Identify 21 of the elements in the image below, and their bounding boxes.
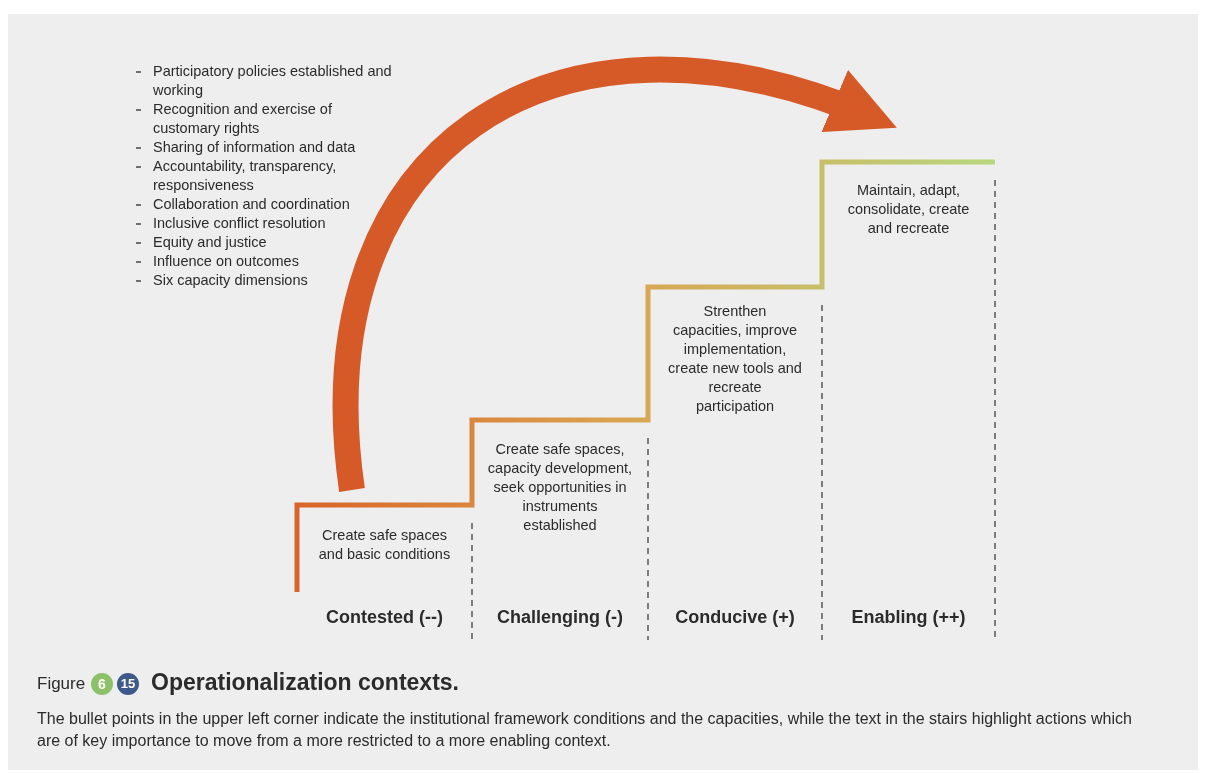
bullet-point: Equity and justice [153,233,268,252]
bullet-point: Sharing of information and data [153,138,357,157]
bullet-point: Inclusive conflict resolution [153,214,327,233]
bullet-point: Accountability, transparency, responsiveness [153,157,338,195]
bullet-point: Six capacity dimensions [153,271,309,290]
bullet-point: Recognition and exercise of customary rights [153,100,333,138]
curved-arrow [332,56,898,492]
figure-label: Figure [37,674,86,694]
figure-caption: The bullet points in the upper left corner indicate the institutional framework conditions and the capacities, while the text in the stairs highlight actions which are of key importance to move from a more restricted to a more enabling context. [37,709,1133,751]
step-text: Maintain, adapt, consolidate, create and recreate [846,181,971,238]
bullet-point: Influence on outcomes [153,252,300,271]
context-label: Contested (--) [325,607,444,628]
step-text: Create safe spaces, capacity development, seek opportunities in instruments established [486,440,634,535]
context-label: Enabling (++) [850,607,967,628]
step-text: Create safe spaces and basic conditions [317,526,452,564]
figure-title: Operationalization contexts. [151,669,459,696]
context-label: Conducive (+) [674,607,796,628]
step-text: Strenthen capacities, improve implementation, create new tools and recreate participation [667,302,803,416]
context-label: Challenging (-) [496,607,624,628]
bullet-point: Collaboration and coordination [153,195,351,214]
bullet-point: Participatory policies established and working [153,62,393,100]
